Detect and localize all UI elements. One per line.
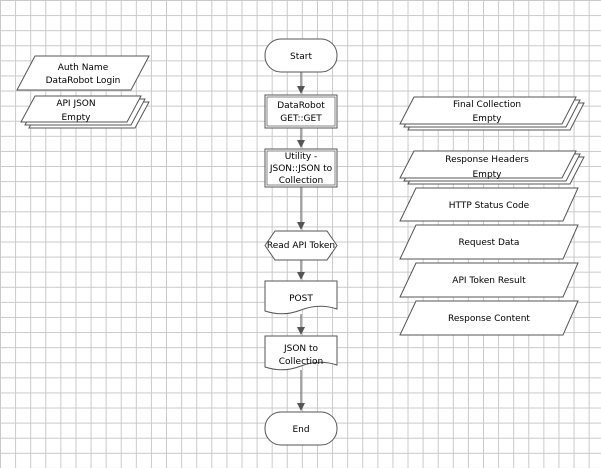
request-data-label: Request Data bbox=[459, 238, 520, 248]
final-collection-line-2: Empty bbox=[472, 114, 502, 124]
api-json-line-1: API JSON bbox=[56, 99, 95, 109]
end-terminator[interactable]: End bbox=[264, 411, 338, 446]
utility-json-line-3: Collection bbox=[279, 176, 324, 186]
final-collection-collection[interactable]: Final Collection Empty bbox=[399, 96, 585, 131]
response-content-data[interactable]: Response Content bbox=[399, 300, 579, 336]
http-status-code-data[interactable]: HTTP Status Code bbox=[399, 187, 579, 222]
response-content-label: Response Content bbox=[448, 314, 530, 324]
json-to-collection-line-1: JSON to bbox=[283, 344, 319, 354]
response-headers-line-2: Empty bbox=[472, 170, 502, 180]
final-collection-line-1: Final Collection bbox=[453, 100, 521, 110]
utility-json-line-2: JSON::JSON to bbox=[269, 164, 333, 174]
auth-name-line-2: DataRobot Login bbox=[46, 76, 121, 86]
read-api-token-label: Read API Token bbox=[267, 241, 335, 251]
post-document[interactable]: POST bbox=[264, 280, 338, 315]
start-label: Start bbox=[290, 52, 312, 62]
response-headers-collection[interactable]: Response Headers Empty bbox=[399, 150, 585, 185]
api-json-collection[interactable]: API JSON Empty bbox=[20, 95, 150, 129]
datarobot-get-line-1: DataRobot bbox=[277, 101, 325, 111]
post-label: POST bbox=[289, 294, 313, 304]
json-to-collection-line-2: Collection bbox=[279, 357, 324, 367]
datarobot-get-process[interactable]: DataRobot GET::GET bbox=[264, 94, 338, 129]
api-token-result-label: API Token Result bbox=[452, 276, 526, 286]
read-api-token-preparation[interactable]: Read API Token bbox=[264, 230, 338, 261]
utility-json-process[interactable]: Utility - JSON::JSON to Collection bbox=[264, 148, 338, 188]
response-headers-line-1: Response Headers bbox=[445, 155, 529, 165]
api-json-line-2: Empty bbox=[61, 113, 91, 123]
auth-name-data[interactable]: Auth Name DataRobot Login bbox=[16, 55, 150, 91]
auth-name-line-1: Auth Name bbox=[58, 63, 109, 73]
request-data-data[interactable]: Request Data bbox=[399, 224, 579, 260]
api-token-result-data[interactable]: API Token Result bbox=[399, 262, 579, 298]
http-status-code-label: HTTP Status Code bbox=[449, 201, 530, 211]
start-terminator[interactable]: Start bbox=[264, 38, 338, 73]
end-label: End bbox=[292, 425, 309, 435]
utility-json-line-1: Utility - bbox=[285, 152, 318, 162]
datarobot-get-line-2: GET::GET bbox=[280, 114, 322, 124]
json-to-collection-document[interactable]: JSON to Collection bbox=[264, 335, 338, 371]
